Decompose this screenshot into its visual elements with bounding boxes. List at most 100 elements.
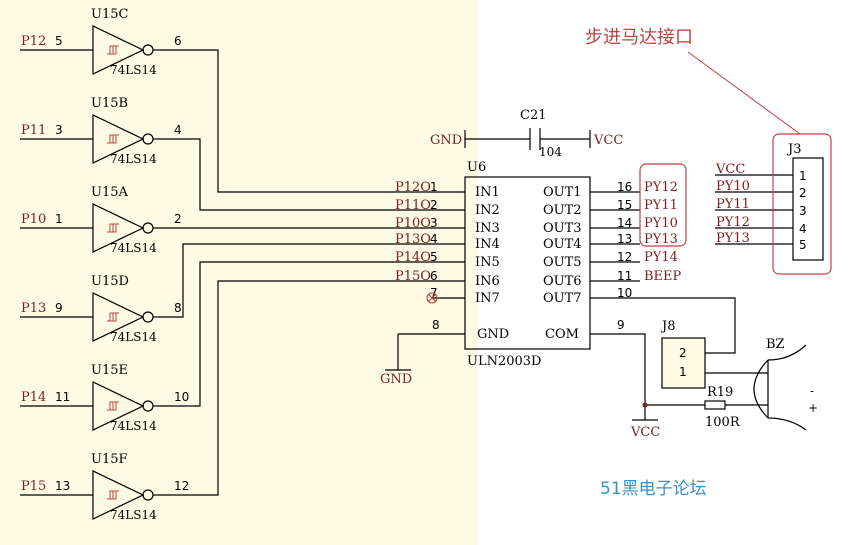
inverter-input-pin: 1 — [55, 212, 63, 226]
uln-output-pin: 10 — [617, 286, 632, 300]
uln-output-net: PY13 — [644, 232, 678, 247]
inverter-ref: U15F — [91, 452, 128, 467]
schmitt-trigger-icon — [107, 401, 119, 411]
inverter-triangle — [92, 381, 145, 431]
uln2003-body — [464, 176, 591, 350]
uln-output-name: OUT6 — [543, 274, 582, 289]
uln-input-net: P11O — [395, 198, 431, 213]
j3-net-label: PY10 — [716, 179, 750, 194]
schmitt-trigger-icon — [107, 312, 119, 322]
no-connect-icon — [426, 292, 438, 304]
junction-dot — [642, 402, 648, 408]
j3-net-label: VCC — [715, 162, 745, 177]
inverter-part: 74LS14 — [110, 508, 157, 522]
inverter-output-pin: 4 — [174, 123, 182, 137]
vcc-label: VCC — [630, 425, 660, 440]
inverter-output-pin: 12 — [174, 479, 189, 493]
r19-ref: R19 — [707, 385, 733, 400]
uln-input-name: IN7 — [475, 291, 500, 306]
gnd-label: GND — [380, 372, 412, 387]
uln-input-net: P14O — [395, 250, 431, 265]
outputs-highlight — [639, 163, 687, 247]
inverter-input-pin: 5 — [55, 34, 63, 48]
uln-output-net: PY14 — [644, 250, 678, 265]
inverter-output-pin: 6 — [174, 34, 182, 48]
j3-highlight — [772, 133, 832, 275]
uln-gnd-pin-number: 8 — [432, 318, 440, 332]
buzzer-icon — [753, 344, 807, 431]
j8-pin-2: 2 — [679, 346, 687, 360]
inverter-triangle — [92, 470, 145, 520]
inverter-input-net: P14 — [21, 390, 46, 405]
inverter-ref: U15A — [91, 185, 128, 200]
j3-body — [792, 157, 824, 261]
uln-output-pin: 15 — [617, 198, 632, 212]
uln-input-name: IN3 — [475, 221, 500, 236]
j3-pin-number: 2 — [799, 186, 807, 200]
wire-out7 — [590, 297, 736, 354]
uln-input-pin: 4 — [430, 232, 438, 246]
wire-p12o — [158, 49, 465, 193]
uln-input-net: P10O — [395, 216, 431, 231]
r19-value: 100R — [705, 415, 741, 430]
inverter-triangle — [92, 25, 145, 75]
inverter-input-net: P15 — [21, 479, 46, 494]
inverter-part: 74LS14 — [110, 419, 157, 433]
inverter-triangle — [92, 203, 145, 253]
schmitt-trigger-icon — [107, 223, 119, 233]
bz-plus: + — [808, 401, 818, 415]
inverter-input-net: P11 — [21, 123, 46, 138]
uln-output-net: PY11 — [644, 198, 678, 213]
uln-input-net: P12O — [395, 180, 431, 195]
inverter-ref: U15C — [91, 7, 128, 22]
c21-value: 104 — [539, 145, 562, 159]
uln-output-pin: 14 — [617, 216, 632, 230]
uln-output-name: OUT1 — [543, 185, 582, 200]
uln-input-pin: 3 — [430, 216, 438, 230]
inverter-triangle — [92, 114, 145, 164]
wire-p13o — [158, 243, 465, 318]
bz-ref: BZ — [766, 337, 785, 352]
uln-input-net: P13O — [395, 232, 431, 247]
uln-input-pin: 2 — [430, 198, 438, 212]
uln-output-pin: 16 — [617, 180, 632, 194]
inverter-triangle — [92, 292, 145, 342]
schmitt-trigger-icon — [107, 134, 119, 144]
background-panel — [0, 0, 478, 545]
bz-minus: - — [810, 384, 814, 398]
uln-output-name: OUT2 — [543, 203, 582, 218]
inverter-input-net: P13 — [21, 301, 46, 316]
annotation-leader — [687, 51, 801, 135]
wires — [158, 49, 793, 496]
j3-net-label: PY12 — [716, 215, 750, 230]
uln-input-net: P15O — [395, 269, 431, 284]
uln-part: ULN2003D — [467, 354, 541, 369]
uln-output-name: OUT5 — [543, 255, 582, 270]
inverter-output-pin: 8 — [174, 301, 182, 315]
uln-output-pin: 11 — [617, 269, 632, 283]
inverter-input-pin: 9 — [55, 301, 63, 315]
inverter-output-pin: 2 — [174, 212, 182, 226]
j3-pin-number: 3 — [799, 204, 807, 218]
inverter-input-pin: 11 — [55, 390, 70, 404]
uln-input-pin: 1 — [430, 180, 438, 194]
inverter-ref: U15D — [91, 274, 129, 289]
inverter-ref: U15B — [91, 96, 128, 111]
watermark: 51黑电子论坛 — [600, 479, 707, 499]
j8-ref: J8 — [660, 319, 675, 334]
j3-net-label: PY11 — [716, 197, 750, 212]
j3-pin-number: 5 — [799, 238, 807, 252]
j3-pin-number: 1 — [799, 169, 807, 183]
wire-p14o — [158, 261, 465, 407]
uln-pin-labels: IN11P12OIN22P11OIN33P10OIN44P13OIN55P14O… — [395, 180, 682, 306]
inverter-part: 74LS14 — [110, 152, 157, 166]
j3-caption: 步进马达接口 — [585, 27, 693, 48]
j3-net-label: PY13 — [716, 231, 750, 246]
uln-output-net: BEEP — [644, 269, 682, 284]
